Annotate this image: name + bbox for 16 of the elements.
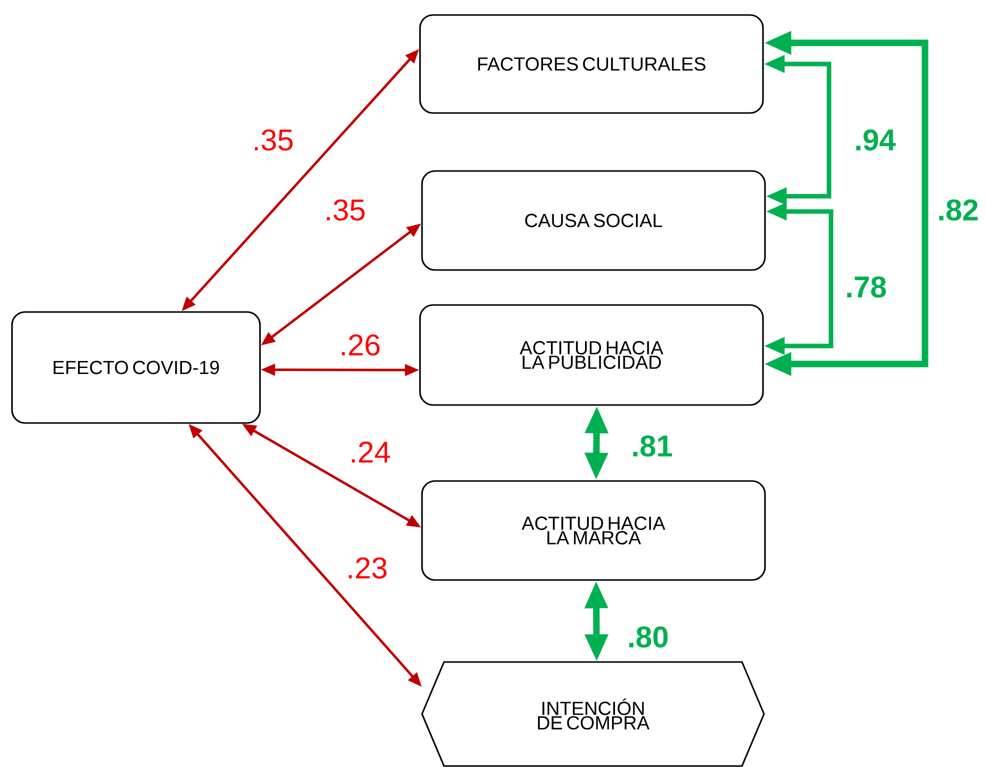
edge-label: .35 (326, 199, 365, 221)
edge-label: .82 (939, 199, 978, 221)
process-box: EFECTO COVID-19 (11, 311, 261, 424)
edge-label: .80 (629, 626, 668, 648)
process-box: ACTITUD HACIA LA MARCA (421, 480, 766, 581)
edge-label: .23 (348, 557, 387, 579)
process-box: ACTITUD HACIA LA PUBLICIDAD (419, 304, 764, 406)
edge-label: .81 (633, 435, 672, 457)
edge-label: .24 (352, 442, 390, 462)
edge-label: .35 (254, 129, 293, 151)
hexagon-box: INTENCIÓN DE COMPRA (421, 661, 765, 767)
edge-label: .94 (856, 129, 896, 151)
edge-label: .78 (847, 276, 886, 298)
process-box: FACTORES CULTURALES (419, 14, 764, 114)
process-box: CAUSA SOCIAL (421, 170, 766, 271)
edge-label: .26 (342, 334, 380, 356)
